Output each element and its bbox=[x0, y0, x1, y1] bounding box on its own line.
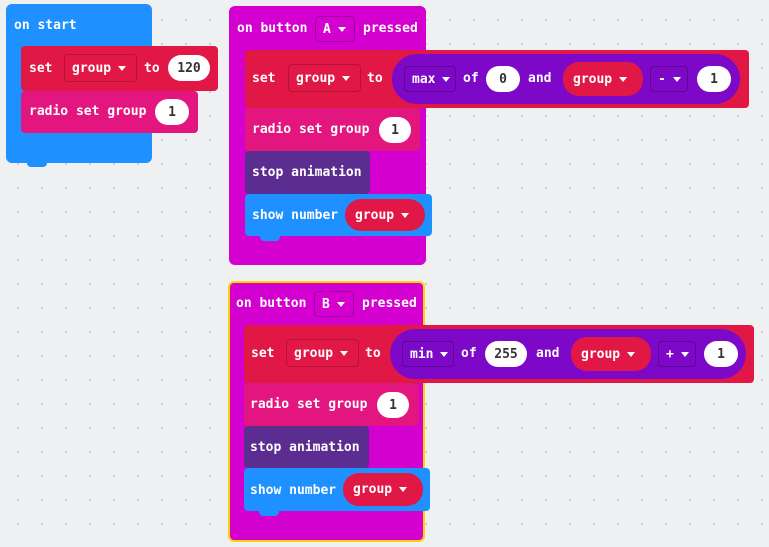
show-number-block[interactable]: show number group bbox=[244, 468, 430, 511]
radio-group-input[interactable]: 1 bbox=[379, 117, 411, 143]
radio-group-input[interactable]: 1 bbox=[155, 99, 189, 125]
radio-set-group-label: radio set group bbox=[250, 397, 368, 412]
first-argument-input[interactable]: 0 bbox=[486, 66, 520, 92]
set-label: set bbox=[29, 61, 53, 76]
pressed-label: pressed bbox=[363, 21, 418, 36]
radio-set-group-block[interactable]: radio set group 1 bbox=[244, 383, 419, 426]
to-label: to bbox=[367, 71, 383, 86]
set-label: set bbox=[252, 71, 276, 86]
variable-reporter[interactable]: group bbox=[343, 473, 423, 506]
dropdown-caret-icon bbox=[118, 65, 127, 71]
operator-dropdown[interactable]: - bbox=[650, 66, 688, 92]
dropdown-caret-icon bbox=[401, 212, 410, 218]
variable-name: group bbox=[296, 70, 336, 86]
show-number-bottom-notch bbox=[260, 236, 280, 241]
button-b-dropdown[interactable]: B bbox=[314, 291, 354, 317]
variable-name: group bbox=[294, 345, 334, 361]
on-start-bottom-notch bbox=[27, 162, 47, 167]
variable-dropdown[interactable]: group bbox=[286, 339, 359, 367]
show-number-label: show number bbox=[252, 208, 339, 223]
dropdown-caret-icon bbox=[337, 26, 346, 32]
dropdown-caret-icon bbox=[672, 76, 681, 82]
variable-name: group bbox=[581, 346, 621, 362]
function-name: max bbox=[412, 71, 436, 87]
and-label: and bbox=[528, 71, 552, 86]
on-button-label: on button bbox=[237, 21, 308, 36]
to-label: to bbox=[365, 346, 381, 361]
on-button-label: on button bbox=[236, 296, 307, 311]
stop-animation-block[interactable]: stop animation bbox=[245, 151, 370, 194]
of-label: of bbox=[461, 346, 477, 361]
button-name: B bbox=[322, 296, 330, 312]
stop-animation-label: stop animation bbox=[252, 165, 362, 180]
dropdown-caret-icon bbox=[627, 351, 636, 357]
variable-name: group bbox=[72, 60, 112, 76]
operand-input[interactable]: 1 bbox=[697, 66, 731, 92]
function-name: min bbox=[410, 346, 434, 362]
math-max-block[interactable]: max of 0 and group - 1 bbox=[392, 54, 740, 104]
dropdown-caret-icon bbox=[340, 350, 349, 356]
dropdown-caret-icon bbox=[619, 76, 628, 82]
radio-set-group-block[interactable]: radio set group 1 bbox=[245, 108, 420, 151]
first-argument-input[interactable]: 255 bbox=[485, 341, 527, 367]
radio-set-group-label: radio set group bbox=[252, 122, 370, 137]
variable-name: group bbox=[355, 207, 395, 223]
function-dropdown[interactable]: min bbox=[402, 341, 454, 367]
variable-dropdown[interactable]: group bbox=[288, 64, 361, 92]
value-input[interactable]: 120 bbox=[168, 55, 210, 81]
variable-reporter[interactable]: group bbox=[345, 199, 425, 231]
to-label: to bbox=[144, 61, 160, 76]
dropdown-caret-icon bbox=[336, 301, 345, 307]
radio-set-group-label: radio set group bbox=[29, 104, 147, 119]
dropdown-caret-icon bbox=[399, 487, 408, 492]
radio-set-group-block[interactable]: radio set group 1 bbox=[21, 91, 198, 133]
dropdown-caret-icon bbox=[442, 76, 451, 82]
operator-symbol: - bbox=[658, 71, 666, 87]
radio-group-input[interactable]: 1 bbox=[377, 392, 409, 418]
operator-dropdown[interactable]: + bbox=[658, 341, 696, 367]
button-a-dropdown[interactable]: A bbox=[315, 16, 355, 42]
pressed-label: pressed bbox=[362, 296, 417, 311]
show-number-block[interactable]: show number group bbox=[245, 194, 432, 236]
and-label: and bbox=[536, 346, 560, 361]
dropdown-caret-icon bbox=[342, 75, 351, 81]
stop-animation-block[interactable]: stop animation bbox=[244, 426, 369, 468]
set-label: set bbox=[251, 346, 275, 361]
stop-animation-label: stop animation bbox=[250, 440, 360, 455]
variable-reporter[interactable]: group bbox=[563, 62, 643, 96]
of-label: of bbox=[463, 71, 479, 86]
set-variable-block[interactable]: set group to 120 bbox=[21, 46, 218, 91]
show-number-label: show number bbox=[250, 483, 337, 498]
operator-symbol: + bbox=[666, 346, 674, 362]
dropdown-caret-icon bbox=[440, 351, 449, 357]
show-number-bottom-notch bbox=[259, 511, 279, 516]
on-start-label: on start bbox=[14, 18, 77, 33]
set-variable-block[interactable]: set group to max of 0 and group - 1 bbox=[245, 50, 749, 108]
button-name: A bbox=[323, 21, 331, 37]
math-min-block[interactable]: min of 255 and group + 1 bbox=[390, 329, 746, 379]
dropdown-caret-icon bbox=[680, 351, 689, 357]
variable-reporter[interactable]: group bbox=[571, 337, 651, 371]
operand-input[interactable]: 1 bbox=[704, 341, 738, 367]
variable-name: group bbox=[353, 482, 393, 497]
function-dropdown[interactable]: max bbox=[404, 66, 456, 92]
set-variable-block[interactable]: set group to min of 255 and group + 1 bbox=[244, 325, 754, 383]
variable-dropdown[interactable]: group bbox=[64, 54, 137, 82]
variable-name: group bbox=[573, 71, 613, 87]
